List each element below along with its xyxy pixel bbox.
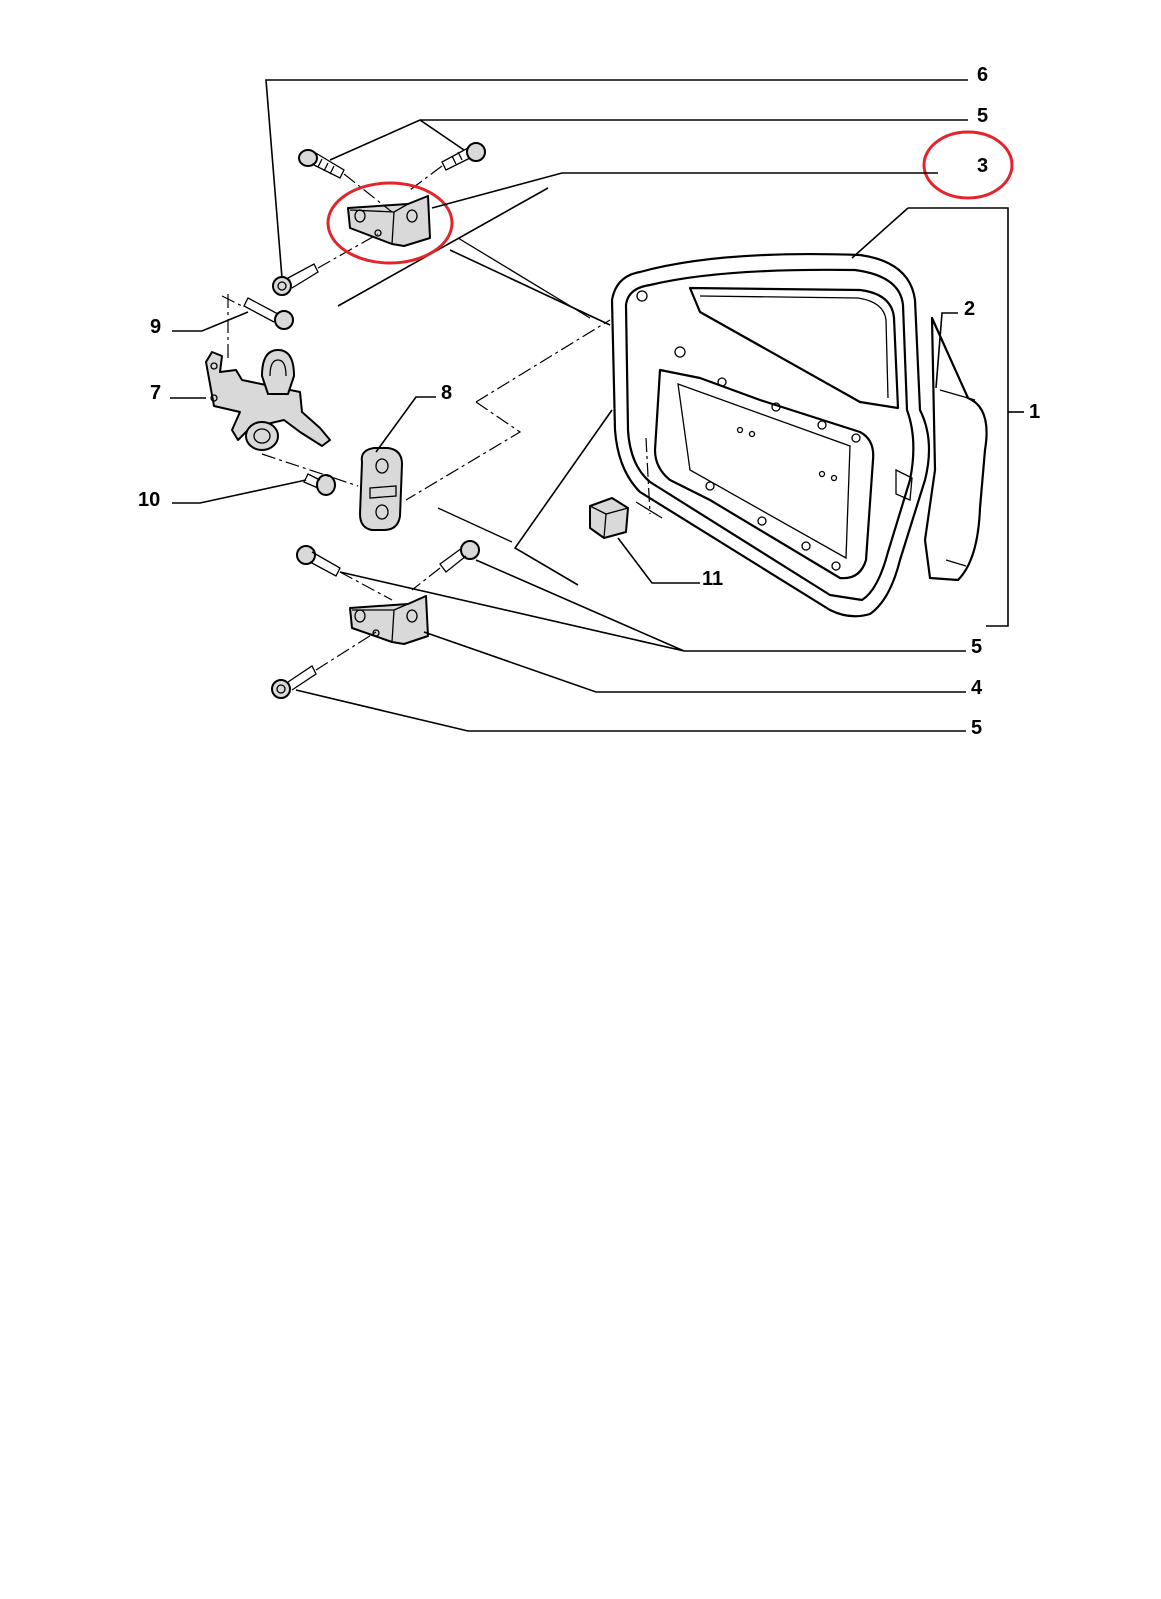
- callout-7: 7: [150, 382, 161, 404]
- callout-5-mid: 5: [971, 636, 982, 658]
- bolt-top-right: [441, 142, 486, 171]
- bolt-9: [243, 297, 294, 330]
- callout-3: 3: [977, 155, 988, 177]
- callout-leader-lines: [170, 79, 1024, 732]
- striker-plate: [359, 447, 403, 531]
- callout-6: 6: [977, 64, 988, 86]
- upper-hinge-bracket: [347, 195, 431, 247]
- highlight-callout-3-circle: [922, 130, 1014, 200]
- lower-hinge-bracket: [349, 595, 429, 645]
- bolt-mid-left: [296, 545, 341, 577]
- door-check-strap: [205, 349, 331, 451]
- callout-10: 10: [138, 489, 160, 511]
- assembly-guide-lines: [337, 187, 663, 586]
- bolt-10: [303, 473, 336, 496]
- highlight-part-3-circle: [326, 181, 454, 265]
- bolt-top-left: [298, 149, 345, 179]
- callout-1: 1: [1029, 401, 1040, 423]
- door-outer-panel: [923, 316, 988, 582]
- bolt-axis-lines: [221, 165, 443, 671]
- bolt-mid-right: [439, 540, 480, 573]
- door-inner-frame: [610, 252, 931, 618]
- callout-4: 4: [971, 677, 983, 699]
- callout-2: 2: [964, 298, 975, 320]
- callout-5-top: 5: [977, 105, 988, 127]
- callout-8: 8: [441, 382, 452, 404]
- rubber-buffer: [589, 497, 629, 539]
- bolt-bottom: [271, 665, 317, 699]
- callout-5-bottom: 5: [971, 717, 982, 739]
- callout-11: 11: [702, 568, 723, 590]
- bolt-6: [272, 263, 319, 296]
- callout-9: 9: [150, 316, 161, 338]
